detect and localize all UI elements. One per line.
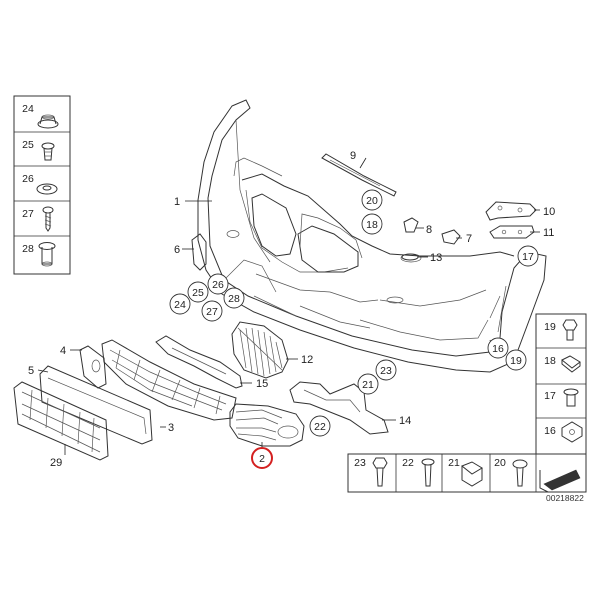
callout-6: 6 — [174, 244, 180, 256]
callout-15: 15 — [256, 378, 268, 390]
arrow-icon — [539, 469, 581, 493]
callout-28: 28 — [228, 293, 240, 305]
callout-13: 13 — [430, 252, 442, 264]
pan-screw-part-icon — [421, 458, 435, 487]
right-panel-label-17: 17 — [544, 390, 556, 402]
tow-eye-cover-part — [79, 345, 107, 389]
bottom-panel-label-22: 22 — [402, 457, 414, 469]
right-panel-label-16: 16 — [544, 425, 556, 437]
callout-8: 8 — [426, 224, 432, 236]
bottom-panel-label-20: 20 — [494, 457, 506, 469]
flange-bolt-part-icon — [563, 388, 579, 407]
clip-part-icon — [41, 142, 55, 161]
callout-27: 27 — [206, 306, 218, 318]
left-panel-label-28: 28 — [22, 243, 34, 255]
callout-26: 26 — [212, 279, 224, 291]
spreader-nut-part-icon — [38, 242, 56, 267]
callout-21: 21 — [362, 379, 374, 391]
callout-29: 29 — [50, 457, 62, 469]
square-nut-part-icon — [561, 355, 581, 373]
license-plate-base-part — [39, 365, 153, 445]
left-panel-label-27: 27 — [22, 208, 34, 220]
callout-25: 25 — [192, 287, 204, 299]
front-bumper-part — [197, 99, 547, 373]
license-plate-grid-part — [13, 381, 109, 461]
callout-16: 16 — [492, 343, 504, 355]
callout-17: 17 — [522, 251, 534, 263]
left-panel-label-24: 24 — [22, 103, 34, 115]
callout-1: 1 — [174, 196, 180, 208]
tow-hook-cover-part — [191, 233, 207, 271]
grommet-part-icon — [37, 114, 59, 129]
left-panel-label-26: 26 — [22, 173, 34, 185]
highlighted-callout-circle — [251, 447, 273, 469]
plain-callouts: 1 9 10 11 8 7 13 6 12 15 14 4 5 3 29 — [28, 150, 555, 469]
callout-14: 14 — [399, 415, 411, 427]
washer-part-icon — [36, 183, 58, 195]
kidney-grille-part — [231, 321, 289, 379]
bumper-strip-part — [321, 153, 397, 197]
callout-24: 24 — [174, 299, 186, 311]
callout-10: 10 — [543, 206, 555, 218]
circled-callouts: 20 18 17 16 19 26 25 28 24 27 23 21 22 2 — [169, 189, 539, 469]
screw-part-icon — [42, 206, 54, 232]
right-panel-label-18: 18 — [544, 355, 556, 367]
callout-22: 22 — [314, 421, 326, 433]
right-parts-panel: 19 18 17 16 — [535, 313, 587, 455]
grille-carrier-part — [155, 335, 243, 389]
fog-light-grille-part — [229, 403, 305, 447]
u-nut-part-icon — [461, 461, 483, 487]
bumper-bracket-part — [485, 201, 537, 239]
hex-screw-part-icon — [372, 457, 388, 487]
right-panel-label-19: 19 — [544, 321, 556, 333]
callout-11: 11 — [543, 227, 554, 239]
callout-5: 5 — [28, 365, 34, 377]
callout-7: 7 — [466, 233, 472, 245]
bottom-parts-panel: 23 22 21 20 — [347, 453, 587, 493]
bottom-panel-label-21: 21 — [448, 457, 460, 469]
callout-4: 4 — [60, 345, 66, 357]
callout-2: 2 — [259, 453, 265, 465]
diagram-id: 00218822 — [546, 493, 584, 503]
left-parts-panel: 24 25 26 27 28 — [13, 95, 71, 275]
leader-lines — [37, 157, 540, 455]
callout-3: 3 — [168, 422, 174, 434]
callout-18: 18 — [366, 219, 378, 231]
callout-12: 12 — [301, 354, 313, 366]
bottom-panel-label-23: 23 — [354, 457, 366, 469]
callout-9: 9 — [350, 150, 356, 162]
callout-20: 20 — [366, 195, 378, 207]
callout-23: 23 — [380, 365, 392, 377]
clip-nut-part-icon — [561, 421, 583, 443]
small-clip-part — [403, 217, 461, 245]
lower-mesh-grille-part — [101, 339, 237, 421]
torx-screw-part-icon — [512, 459, 528, 487]
hex-bolt-part-icon — [562, 319, 578, 341]
left-panel-label-25: 25 — [22, 139, 34, 151]
callout-19: 19 — [510, 355, 522, 367]
